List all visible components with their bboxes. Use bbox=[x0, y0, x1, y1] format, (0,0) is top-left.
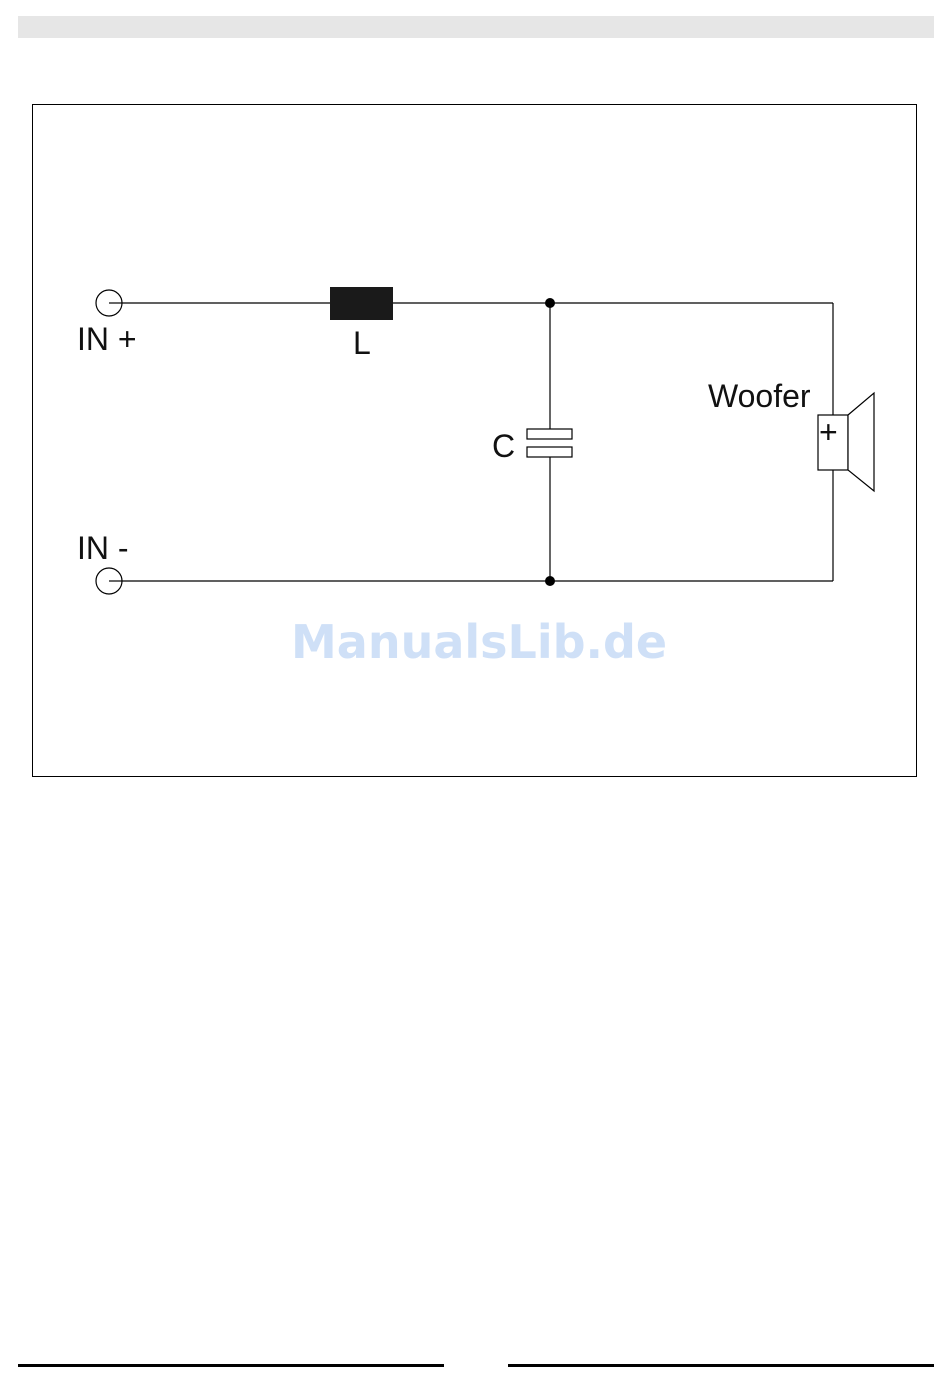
inductor-symbol bbox=[330, 287, 393, 320]
junction-dot-bottom bbox=[545, 576, 555, 586]
label-woofer-polarity: + bbox=[819, 414, 838, 450]
circuit-schematic: IN + IN - L C Woofer + ManualsLib.de bbox=[33, 105, 918, 778]
label-in-minus: IN - bbox=[77, 530, 129, 566]
label-capacitor: C bbox=[492, 428, 515, 464]
label-woofer: Woofer bbox=[708, 378, 811, 414]
capacitor-plate-bottom bbox=[527, 447, 572, 457]
junction-dot-top bbox=[545, 298, 555, 308]
woofer-cone bbox=[848, 393, 874, 491]
capacitor-plate-top bbox=[527, 429, 572, 439]
label-in-plus: IN + bbox=[77, 321, 137, 357]
footer-rule-left bbox=[18, 1364, 444, 1367]
footer-rule-right bbox=[508, 1364, 934, 1367]
header-bar bbox=[18, 16, 934, 38]
label-inductor: L bbox=[353, 325, 371, 361]
crossover-diagram: IN + IN - L C Woofer + ManualsLib.de bbox=[32, 104, 917, 777]
watermark-text: ManualsLib.de bbox=[291, 615, 667, 669]
